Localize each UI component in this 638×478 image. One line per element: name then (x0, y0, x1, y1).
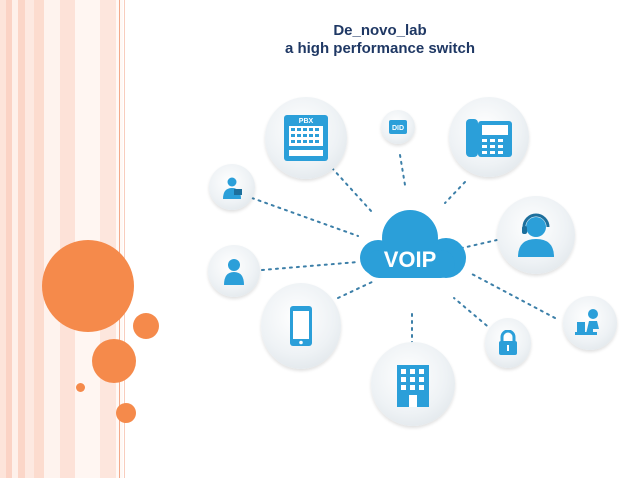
cloud-icon (360, 210, 466, 278)
mobile-phone-icon (290, 306, 312, 346)
desk-phone-icon (466, 119, 512, 157)
office-building-icon (397, 365, 429, 407)
connector-line (469, 272, 556, 319)
connector-line (461, 239, 498, 249)
left-stripe-line (119, 0, 120, 478)
connector-line (261, 261, 359, 271)
connector-line (399, 154, 406, 186)
pbx-icon: PBX (284, 115, 328, 161)
operator-icon (223, 177, 242, 199)
did-icon: DID (389, 120, 407, 134)
connector-line (337, 281, 373, 299)
decorative-circle-small (133, 313, 159, 339)
mobile-phone-node (261, 283, 341, 369)
office-building-node (371, 342, 455, 426)
hub-label: VOIP (384, 247, 437, 272)
title-line-2: a high performance switch (284, 40, 476, 57)
left-stripe-line (124, 0, 125, 478)
person-icon (224, 259, 244, 285)
desk-phone-node (449, 97, 529, 177)
headset-agent-icon (518, 213, 554, 257)
person-node (208, 245, 260, 297)
title-line-1: De_novo_lab (333, 22, 427, 39)
user-at-desk-icon (575, 309, 599, 335)
connector-line (251, 197, 359, 237)
operator-node (209, 164, 255, 210)
decorative-circle-medium (92, 339, 136, 383)
lock-node (485, 318, 531, 368)
decorative-circle-tiny (76, 383, 85, 392)
did-label: DID (392, 125, 404, 132)
connector-line (444, 181, 466, 204)
pbx-node: PBX (265, 97, 347, 179)
lock-icon (499, 330, 517, 355)
headset-agent-node (497, 196, 575, 274)
slide-title: De_novo_lab a high performance switch (230, 22, 530, 58)
decorative-circle-large (42, 240, 134, 332)
pbx-label: PBX (299, 118, 314, 125)
did-node: DID (381, 110, 415, 144)
user-at-desk-node (563, 296, 617, 350)
connector-line (331, 167, 373, 213)
decorative-circle-small (116, 403, 136, 423)
left-stripe-background (0, 0, 123, 478)
connector-line (453, 297, 493, 331)
